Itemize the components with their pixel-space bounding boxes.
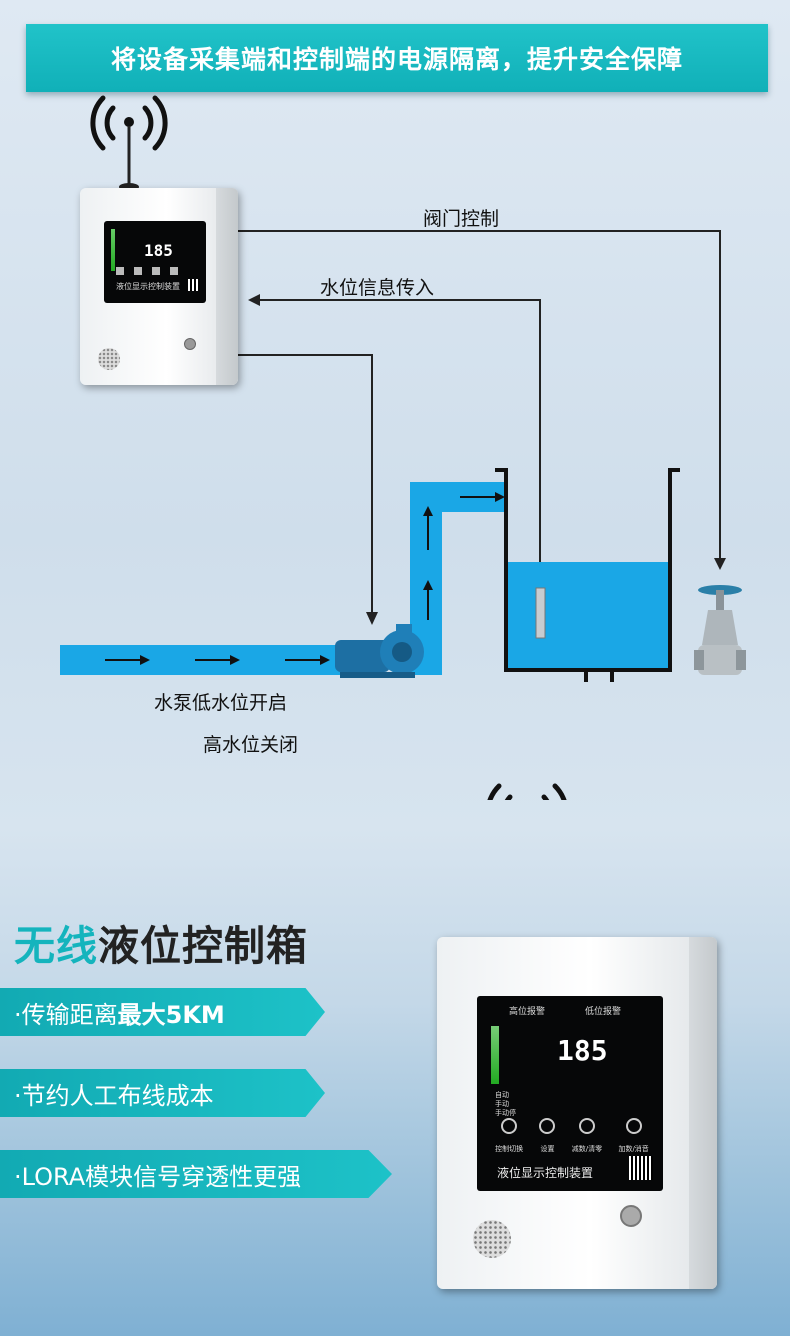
level-sensor (535, 587, 546, 639)
btn-label: 控制切换 (495, 1145, 524, 1153)
feature-text: ·节约人工布线成本 (14, 1081, 214, 1110)
mode-auto: 自动 (495, 1091, 509, 1099)
product-title-rest: 液位控制箱 (98, 922, 308, 970)
valve-control-label: 阀门控制 (423, 208, 500, 230)
btn-label: 加数/消音 (618, 1145, 649, 1153)
product-title-accent: 无线 (14, 922, 98, 970)
level-bar (491, 1026, 499, 1084)
feature-tag-lora: ·LORA模块信号穿透性更强 (0, 1150, 392, 1198)
wifi-signal-icon-large (487, 783, 567, 800)
small-screen: 185 液位显示控制装置 (104, 221, 206, 303)
large-panel-title: 液位显示控制装置 (497, 1166, 594, 1180)
product-title: 无线液位控制箱 (14, 912, 308, 972)
controller-box-large: 高位报警 低位报警 185 自动 手动 手动停 控制切换 设置 减数/清零 加数… (437, 937, 717, 1289)
btn-decrease[interactable]: 减数/清零 (572, 1108, 602, 1155)
btn-control-switch[interactable]: 控制切换 (495, 1108, 523, 1155)
arrow-down-valve (714, 558, 726, 570)
alarm-high-label: 高位报警 (509, 1007, 546, 1017)
large-lock[interactable] (620, 1205, 642, 1227)
water-level-label: 水位信息传入 (320, 277, 435, 299)
small-lock[interactable] (184, 338, 196, 350)
large-qr-code (629, 1156, 653, 1180)
flow-diagram (60, 95, 746, 800)
alarm-low-label: 低位报警 (585, 1007, 622, 1017)
small-reading: 185 (144, 241, 173, 260)
tank-water (508, 562, 668, 670)
btn-label: 设置 (540, 1145, 555, 1153)
arrow-left-level (248, 294, 260, 306)
pump-icon (335, 624, 424, 678)
small-qr-code (188, 279, 200, 291)
mode-manual: 手动 (495, 1100, 509, 1108)
btn-increase[interactable]: 加数/消音 (618, 1108, 649, 1155)
valve-control-line (237, 230, 721, 565)
pump-label-line1: 水泵低水位开启 (154, 692, 288, 714)
large-screen: 高位报警 低位报警 185 自动 手动 手动停 控制切换 设置 减数/清零 加数… (477, 996, 663, 1191)
pump-control-line (237, 354, 373, 620)
water-level-line (255, 299, 541, 590)
large-speaker (473, 1220, 511, 1258)
feature-tag-distance: ·传输距离最大5KM (0, 988, 325, 1036)
btn-label: 减数/清零 (571, 1145, 603, 1153)
top-banner: 将设备采集端和控制端的电源隔离，提升安全保障 (26, 24, 768, 92)
mode-manual-stop: 手动停 (495, 1109, 516, 1117)
controller-box-small: 185 液位显示控制装置 (80, 188, 238, 385)
feature-bold: 最大5KM (117, 1000, 225, 1029)
riser-pipe (410, 482, 505, 675)
arrow-down-pump (366, 612, 378, 625)
pump-label-line2: 高水位关闭 (203, 734, 299, 756)
button-row: 控制切换 设置 减数/清零 加数/消音 (487, 1108, 657, 1155)
valve-icon (694, 585, 746, 675)
btn-settings[interactable]: 设置 (539, 1108, 556, 1155)
small-speaker (98, 348, 120, 370)
feature-tag-wiring: ·节约人工布线成本 (0, 1069, 325, 1117)
wifi-signal-icon (90, 95, 168, 151)
feature-text: ·传输距离 (14, 1000, 118, 1029)
large-reading: 185 (557, 1034, 608, 1067)
small-panel-title: 液位显示控制装置 (116, 282, 180, 291)
feature-text: ·LORA模块信号穿透性更强 (14, 1162, 302, 1191)
banner-text: 将设备采集端和控制端的电源隔离，提升安全保障 (110, 45, 683, 74)
